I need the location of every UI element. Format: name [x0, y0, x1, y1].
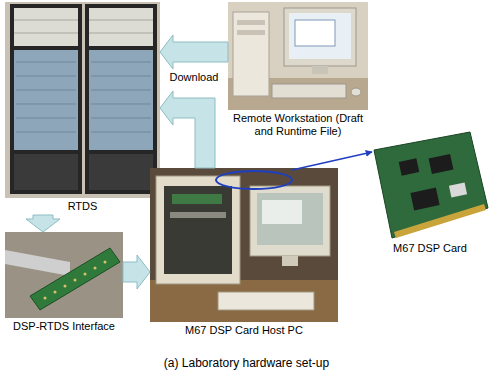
label-block: DSP-RTDS Interface — [5, 320, 123, 333]
block-arrow — [160, 35, 228, 69]
label-block: M67 DSP Card — [372, 242, 488, 255]
interface-photo — [5, 232, 123, 318]
photo-node: M67 DSP Card Host PC — [150, 168, 338, 339]
photo-caption: M67 DSP Card — [372, 242, 488, 255]
photo-caption: M67 DSP Card Host PC — [150, 324, 338, 337]
figure-caption: (a) Laboratory hardware set-up — [0, 356, 493, 371]
workstation-photo — [228, 2, 368, 110]
block-arrow — [123, 255, 150, 289]
rtds-racks — [5, 2, 160, 198]
arrow-label: Download — [168, 71, 221, 84]
dsp-card-photo — [374, 132, 488, 238]
photo-caption: DSP-RTDS Interface — [5, 320, 123, 333]
host-pc-photo — [150, 168, 338, 322]
photo-caption: Remote Workstation (Draft and Runtime Fi… — [228, 112, 368, 138]
pointer-arrow — [292, 152, 372, 170]
block-arrow — [26, 215, 60, 232]
photo-node: RTDS — [5, 2, 160, 215]
photo-node: Remote Workstation (Draft and Runtime Fi… — [228, 2, 368, 140]
photo-caption: RTDS — [5, 200, 160, 213]
label-block: Remote Workstation (Draft and Runtime Fi… — [228, 112, 368, 138]
block-arrow — [160, 91, 215, 168]
label-block: RTDS — [5, 200, 160, 213]
photo-node: M67 DSP Card — [372, 130, 488, 257]
photo-node: DSP-RTDS Interface — [5, 232, 123, 335]
label-block: M67 DSP Card Host PC — [150, 324, 338, 337]
